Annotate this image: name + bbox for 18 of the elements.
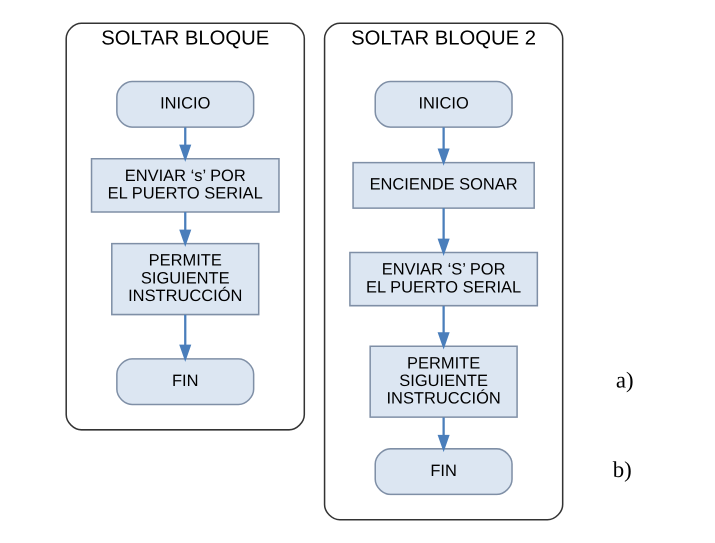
arrow	[438, 127, 450, 166]
node-box: ENVIAR ‘S’ POR EL PUERTO SERIAL	[349, 252, 538, 306]
node-box: INICIO	[374, 80, 513, 128]
node-box: ENCIENDE SONAR	[352, 162, 535, 209]
arrow	[179, 212, 192, 247]
arrow	[179, 314, 192, 362]
arrow	[438, 208, 450, 256]
node-box: FIN	[116, 358, 254, 406]
label: b)	[612, 457, 632, 482]
node-box: FIN	[374, 448, 513, 496]
node-box: INICIO	[116, 80, 254, 128]
arrow	[438, 418, 450, 452]
node-box: PERMITE SIGUIENTE INSTRUCCIÓN	[369, 345, 518, 418]
label: a)	[616, 367, 634, 392]
node-box: ENVIAR ‘s’ POR EL PUERTO SERIAL	[90, 158, 280, 213]
node-box: PERMITE SIGUIENTE INSTRUCCIÓN	[111, 242, 260, 316]
arrow	[179, 127, 192, 162]
arrow	[438, 306, 450, 350]
